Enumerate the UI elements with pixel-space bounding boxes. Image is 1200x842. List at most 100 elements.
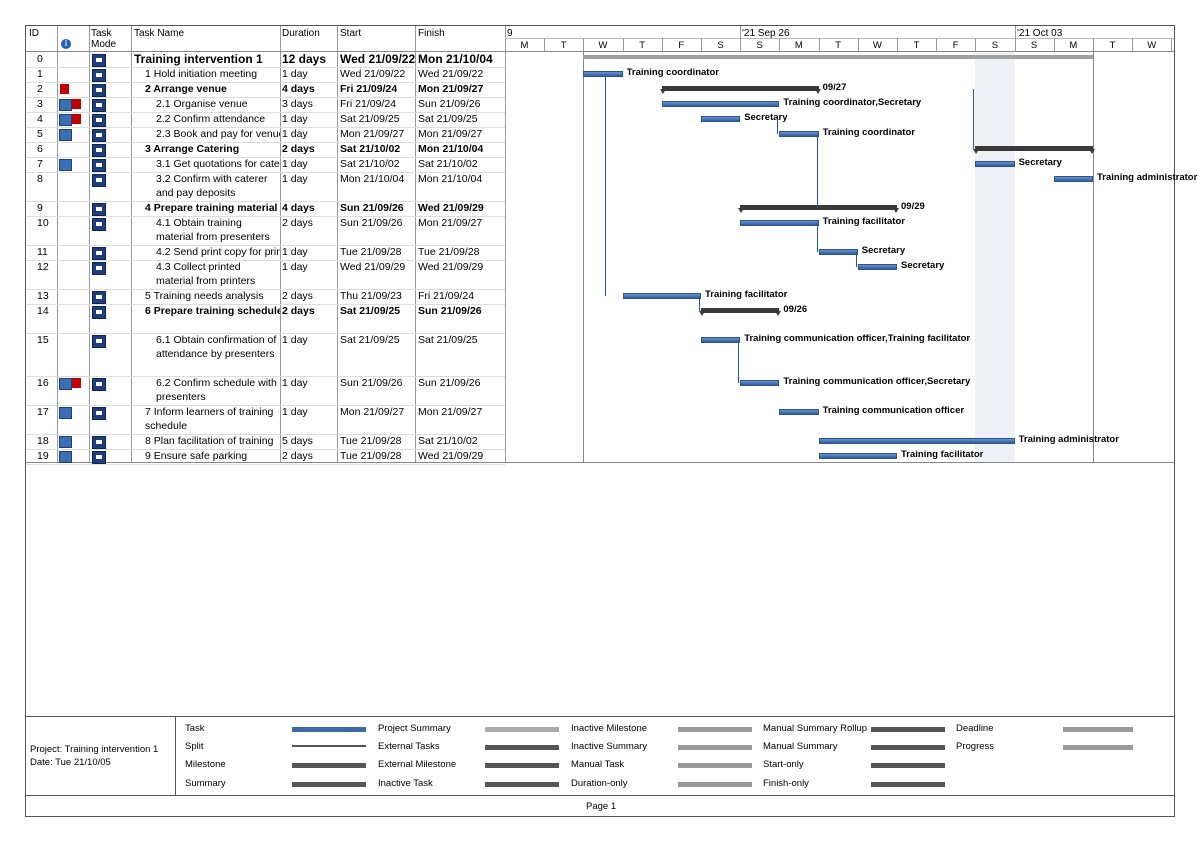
table-col-divider <box>280 26 281 462</box>
row-divider <box>26 289 505 290</box>
task-table-indicator-icon <box>59 407 72 419</box>
task-name[interactable]: 2 Arrange venue <box>145 83 227 95</box>
day-divider <box>544 38 546 51</box>
timescale-day: M <box>794 40 803 51</box>
legend-item-label: Start-only <box>763 759 804 770</box>
task-duration: 2 days <box>282 450 313 462</box>
task-start: Sun 21/09/26 <box>340 217 403 229</box>
task-name-line2: schedule <box>145 420 188 432</box>
column-id: ID <box>29 28 39 39</box>
task-duration: 5 days <box>282 435 313 447</box>
task-bar[interactable] <box>622 293 701 299</box>
task-bar[interactable] <box>701 116 741 122</box>
column-duration: Duration <box>282 28 320 39</box>
column-task-mode: Task <box>91 28 112 39</box>
auto-scheduled-mode-icon <box>92 69 106 82</box>
table-bottom-rule <box>26 462 1174 463</box>
legend-swatch <box>485 727 559 732</box>
row-divider <box>26 376 505 377</box>
task-bar[interactable] <box>857 264 897 270</box>
legend-swatch <box>871 763 945 768</box>
task-name[interactable]: 6.2 Confirm schedule with <box>156 377 277 389</box>
task-name[interactable]: 7 Inform learners of training <box>145 406 274 418</box>
task-name[interactable]: 3.2 Confirm with caterer <box>156 173 268 185</box>
row-id: 19 <box>37 450 49 462</box>
resource-label: 09/29 <box>901 201 925 212</box>
legend-swatch <box>485 745 559 750</box>
task-name[interactable]: 2.2 Confirm attendance <box>156 113 266 125</box>
auto-scheduled-mode-icon <box>92 54 106 67</box>
task-start: Mon 21/09/27 <box>340 406 405 418</box>
task-name[interactable]: 4.1 Obtain training <box>156 217 242 229</box>
task-finish: Wed 21/09/29 <box>418 261 484 273</box>
task-name[interactable]: 2.1 Organise venue <box>156 98 248 110</box>
task-name[interactable]: 9 Ensure safe parking <box>145 450 248 462</box>
task-bar[interactable] <box>779 131 819 137</box>
auto-scheduled-mode-icon <box>92 99 106 112</box>
row-divider <box>26 245 505 246</box>
day-divider <box>1132 38 1134 51</box>
row-divider <box>26 304 505 305</box>
task-name[interactable]: 8 Plan facilitation of training <box>145 435 274 447</box>
task-start: Sat 21/09/25 <box>340 113 400 125</box>
task-bar[interactable] <box>818 249 858 255</box>
task-finish: Sun 21/09/26 <box>418 377 481 389</box>
task-bar[interactable] <box>740 380 780 386</box>
task-bar[interactable] <box>818 453 897 459</box>
dependency-link <box>604 74 606 296</box>
row-id: 2 <box>37 83 43 95</box>
resource-label: Secretary <box>901 260 945 271</box>
auto-scheduled-mode-icon <box>92 407 106 420</box>
resource-label: Training administrator <box>1018 434 1119 445</box>
timescale-day: F <box>952 40 959 51</box>
row-divider <box>26 201 505 202</box>
task-name[interactable]: 3.1 Get quotations for caterers <box>156 158 280 170</box>
row-divider <box>26 82 505 83</box>
row-id: 9 <box>37 202 43 214</box>
task-name[interactable]: 2.3 Book and pay for venue <box>156 128 280 140</box>
task-bar[interactable] <box>1053 176 1093 182</box>
legend-swatch <box>678 782 752 787</box>
legend-item-label: Manual Summary <box>763 741 838 752</box>
task-name[interactable]: 4.2 Send print copy for printers <box>156 246 280 258</box>
auto-scheduled-mode-icon <box>92 378 106 391</box>
legend-item-label: External Milestone <box>378 759 457 770</box>
task-name[interactable]: 6.1 Obtain confirmation of <box>156 334 277 346</box>
day-divider <box>1014 38 1016 51</box>
task-bar[interactable] <box>818 438 1015 444</box>
task-start: Sat 21/10/02 <box>340 158 400 170</box>
legend-swatch <box>678 763 752 768</box>
day-divider <box>936 38 938 51</box>
task-name[interactable]: 1 Hold initiation meeting <box>145 68 258 80</box>
timescale-day: T <box>835 40 841 51</box>
task-name[interactable]: 4.3 Collect printed <box>156 261 241 273</box>
task-start: Fri 21/09/24 <box>340 83 398 95</box>
task-name-line2: attendance by presenters <box>156 348 275 360</box>
task-duration: 4 days <box>282 202 315 214</box>
task-bar[interactable] <box>740 220 819 226</box>
task-name[interactable]: Training intervention 1 <box>134 52 263 66</box>
task-start: Tue 21/09/28 <box>340 435 402 447</box>
task-bar[interactable] <box>583 71 623 77</box>
resource-label: Training communication officer <box>822 405 965 416</box>
task-name[interactable]: 5 Training needs analysis <box>145 290 264 302</box>
column-task-mode-2: Mode <box>91 39 117 50</box>
legend-swatch <box>1063 727 1133 732</box>
resource-label: Secretary <box>861 245 906 256</box>
task-bar[interactable] <box>701 337 741 343</box>
task-name[interactable]: 6 Prepare training schedule <box>145 305 280 317</box>
task-start: Mon 21/10/04 <box>340 173 405 185</box>
project-start-line <box>583 52 585 462</box>
task-bar[interactable] <box>661 101 780 107</box>
auto-scheduled-mode-icon <box>92 306 106 319</box>
task-duration: 2 days <box>282 290 313 302</box>
day-divider <box>740 38 742 51</box>
task-bar[interactable] <box>975 161 1015 167</box>
task-start: Tue 21/09/28 <box>340 246 402 258</box>
task-name[interactable]: 4 Prepare training material <box>145 202 278 214</box>
task-name[interactable]: 3 Arrange Catering <box>145 143 240 155</box>
legend-swatch <box>871 782 945 787</box>
legend-item-label: Project Summary <box>378 723 451 734</box>
task-duration: 2 days <box>282 305 315 317</box>
task-bar[interactable] <box>779 409 819 415</box>
